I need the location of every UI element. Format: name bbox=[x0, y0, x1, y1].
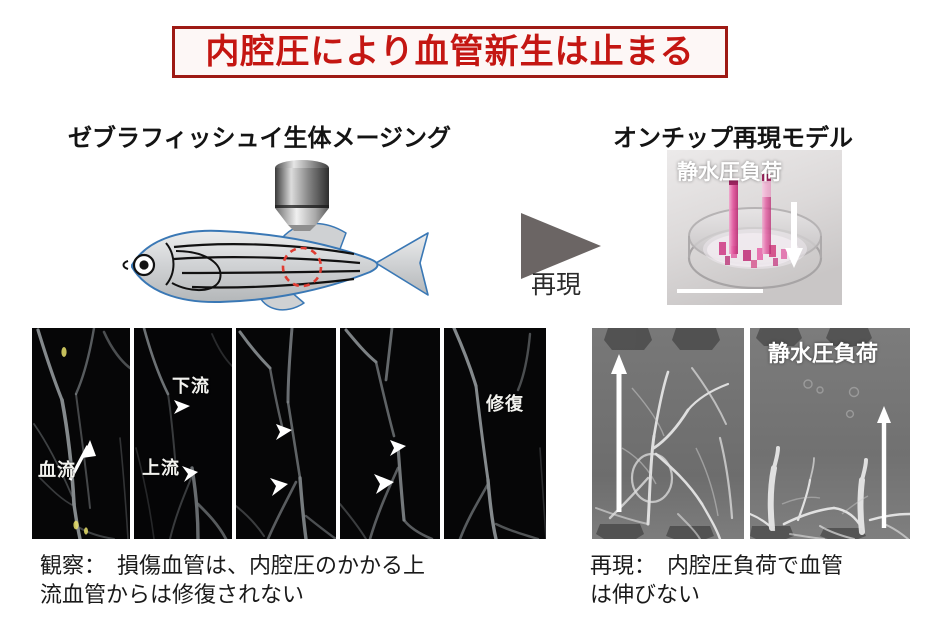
fish-stripes bbox=[173, 243, 361, 289]
roi-dashed-circle bbox=[281, 246, 323, 288]
fish-mouth bbox=[122, 260, 129, 270]
confocal-panel-3 bbox=[236, 328, 336, 539]
confocal-panel-2: 下流 上流 bbox=[134, 328, 232, 539]
fish-gill-and-pectoral bbox=[165, 242, 222, 291]
confocal-panel-1: 血流 bbox=[32, 328, 130, 539]
confocal-timelapse-strip: 血流 下流 上流 bbox=[32, 328, 546, 539]
down-arrow-icon bbox=[785, 202, 803, 268]
confocal-panel-5: 修復 bbox=[444, 328, 546, 539]
confocal-image-1 bbox=[32, 328, 130, 539]
transition-label: 再現 bbox=[531, 271, 582, 299]
title-box: 内腔圧により血管新生は止まる bbox=[172, 26, 728, 78]
confocal-panel-4 bbox=[340, 328, 440, 539]
fish-eye bbox=[132, 253, 156, 277]
pressure-tubes bbox=[729, 174, 771, 254]
zebrafish-illustration bbox=[108, 155, 448, 320]
left-caption: 観察： 損傷血管は、内腔圧のかかる上 流血管からは修復されない bbox=[40, 553, 426, 608]
up-arrow-icon-short bbox=[877, 406, 891, 528]
confocal-image-4 bbox=[340, 328, 440, 539]
arrowhead-downstream bbox=[174, 400, 190, 414]
page-title: 内腔圧により血管新生は止まる bbox=[205, 33, 695, 71]
confocal-label-bloodflow: 血流 bbox=[38, 460, 76, 480]
confocal-image-2 bbox=[134, 328, 232, 539]
left-section-heading: ゼブラフィッシュイ生体メージング bbox=[68, 125, 452, 152]
right-caption: 再現： 内腔圧負荷で血管 は伸びない bbox=[590, 553, 844, 608]
confocal-image-5 bbox=[444, 328, 546, 539]
confocal-label-upstream: 上流 bbox=[142, 458, 180, 478]
phase-panel-control bbox=[592, 328, 744, 539]
confocal-label-repair: 修復 bbox=[486, 394, 524, 414]
up-arrow-icon-long bbox=[611, 354, 627, 512]
confocal-image-3 bbox=[236, 328, 336, 539]
arrowhead-upstream bbox=[182, 466, 198, 482]
phase-panel-pressure: 静水圧負荷 bbox=[750, 328, 910, 539]
fish-tail-fin bbox=[375, 232, 429, 296]
on-chip-device-photo: 静水圧負荷 bbox=[667, 150, 842, 305]
blood-flow-arrow bbox=[68, 440, 96, 481]
right-section-heading: オンチップ再現モデル bbox=[613, 125, 853, 152]
microscope-objective-icon bbox=[275, 160, 329, 231]
transition-arrow-icon bbox=[521, 213, 601, 279]
zebrafish-svg bbox=[122, 160, 429, 311]
scale-bar bbox=[677, 289, 763, 293]
confocal-label-downstream: 下流 bbox=[172, 376, 210, 396]
phase-panel-label: 静水圧負荷 bbox=[768, 341, 879, 366]
device-photo-label: 静水圧負荷 bbox=[677, 161, 782, 184]
